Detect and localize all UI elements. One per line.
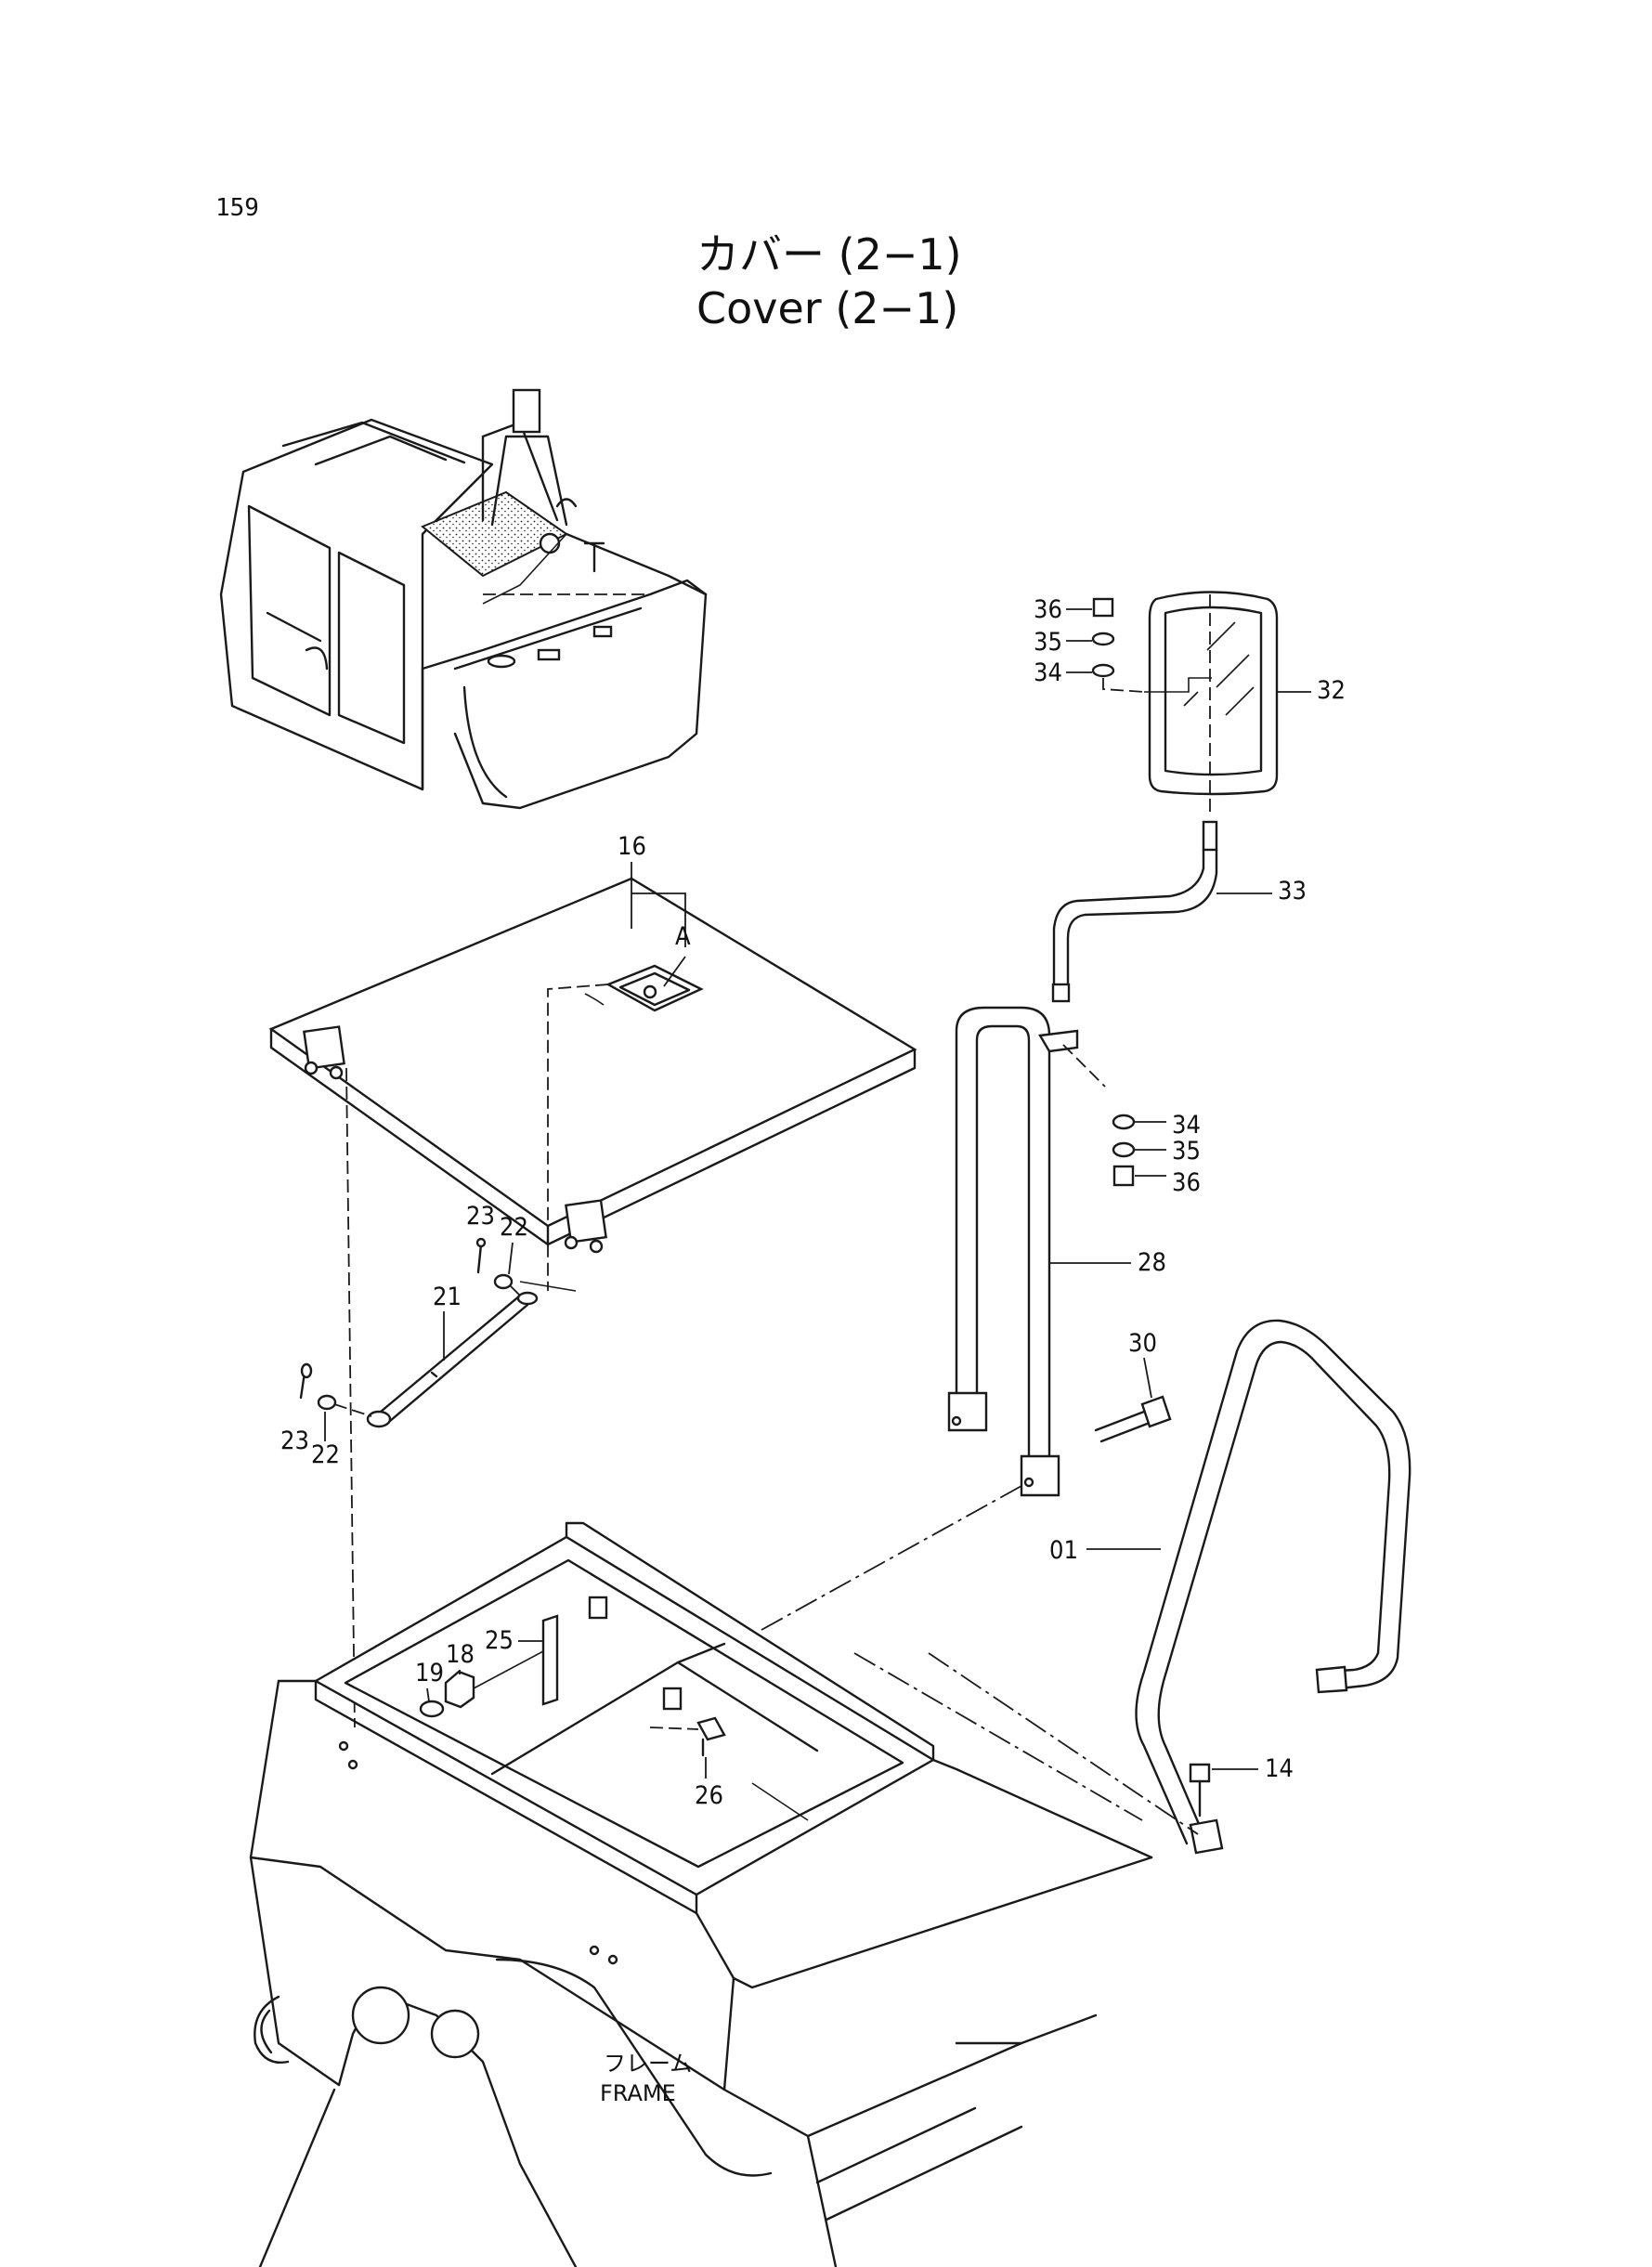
- title-english: Cover (2−1): [696, 283, 958, 333]
- page-number: 159: [215, 194, 259, 222]
- callout-22-upper: 22: [500, 1213, 528, 1242]
- detail-ref-a: A: [675, 922, 691, 951]
- callout-23-upper: 23: [466, 1202, 495, 1231]
- callout-28: 28: [1138, 1248, 1166, 1277]
- callout-33: 33: [1278, 877, 1307, 905]
- callout-19: 19: [415, 1659, 444, 1687]
- title-japanese: カバー (2−1): [696, 229, 962, 280]
- callout-14: 14: [1265, 1754, 1294, 1783]
- callout-22-lower: 22: [311, 1440, 340, 1469]
- callout-36-upper: 36: [1034, 595, 1062, 624]
- handrail-28: [947, 1006, 1079, 1497]
- bolt-30: [1094, 1395, 1172, 1443]
- callout-21: 21: [433, 1283, 462, 1311]
- cover-panel: [268, 877, 917, 1254]
- callout-36-lower: 36: [1172, 1168, 1201, 1197]
- machine-overview-sketch: [219, 388, 708, 810]
- callout-35-upper: 35: [1034, 628, 1062, 657]
- stay-rod: [366, 1291, 539, 1428]
- callout-30: 30: [1128, 1329, 1157, 1358]
- mirror: [1144, 591, 1279, 817]
- callout-34-upper: 34: [1034, 658, 1062, 687]
- handrail-01: [1135, 1319, 1411, 1855]
- mirror-stay: [1051, 820, 1218, 1003]
- callout-35-lower: 35: [1172, 1137, 1201, 1166]
- callout-18: 18: [446, 1640, 475, 1669]
- callout-23-lower: 23: [280, 1427, 309, 1455]
- callout-01: 01: [1049, 1536, 1078, 1565]
- frame-label-japanese: フレーム: [604, 2051, 692, 2077]
- frame-label-english: FRAME: [600, 2080, 676, 2106]
- callout-34-lower: 34: [1172, 1111, 1201, 1140]
- frame-body: [249, 1521, 1153, 2267]
- callout-26: 26: [695, 1781, 723, 1810]
- callout-25: 25: [485, 1626, 514, 1655]
- callout-32: 32: [1317, 676, 1346, 705]
- callout-16: 16: [618, 832, 646, 861]
